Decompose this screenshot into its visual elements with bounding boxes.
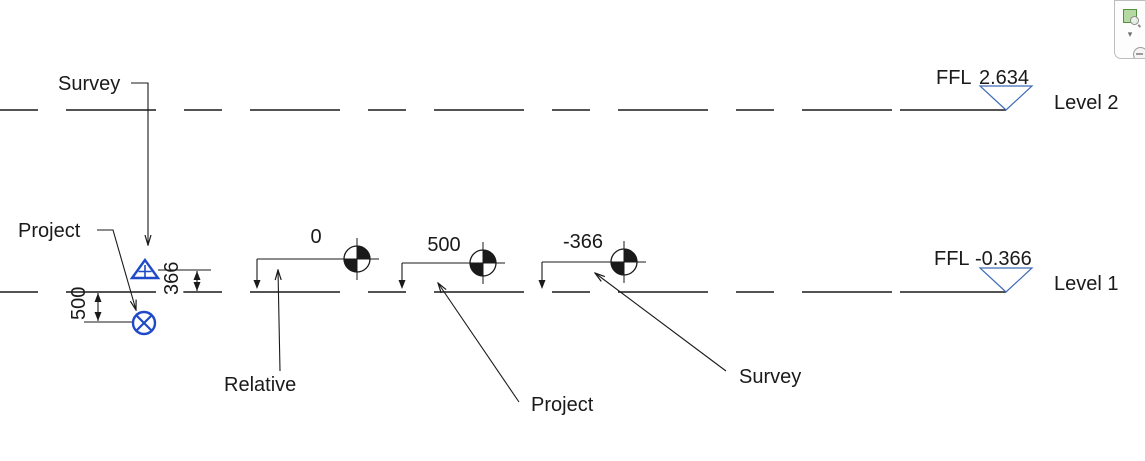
dim-500-arrow-up [94, 293, 102, 302]
spot-3-crosshair [602, 241, 646, 283]
spot-3-arrow [538, 280, 546, 289]
project-callout[interactable]: Project [438, 283, 594, 416]
survey-leader [595, 273, 727, 372]
relative-leader [278, 270, 280, 372]
survey-callout[interactable]: Survey [595, 273, 801, 388]
dim-500-value[interactable]: 500 [68, 287, 90, 320]
navigation-wheel-icon[interactable] [1133, 47, 1145, 58]
level-2-name[interactable]: Level 2 [1054, 92, 1119, 114]
project-point-leader [97, 229, 136, 310]
level-2-datum[interactable]: FFL 2.634 Level 2 [0, 67, 1119, 114]
level-1-name[interactable]: Level 1 [1054, 273, 1119, 295]
spot-elevation-relative[interactable]: 0 [253, 226, 380, 289]
magnifier-handle-icon [1137, 24, 1142, 28]
level-2-head-icon[interactable] [978, 85, 1034, 111]
spot-2-crosshair [461, 242, 505, 284]
dim-366-value[interactable]: 366 [161, 262, 183, 295]
survey-point-label[interactable]: Survey [58, 73, 120, 95]
level-1-ffl-prefix: FFL [934, 248, 970, 270]
project-point-callout[interactable]: Project [18, 220, 136, 310]
dimension-366[interactable]: 366 [161, 262, 212, 295]
dim-500-arrow-down [94, 312, 102, 321]
dimension-500[interactable]: 500 [68, 287, 102, 321]
spot-1-quadrant-tr [357, 246, 370, 259]
level-1-head-icon[interactable] [978, 267, 1034, 293]
survey-point-leader [131, 82, 148, 245]
spot-elevation-survey[interactable]: -366 [538, 231, 647, 289]
relative-callout[interactable]: Relative [224, 270, 296, 396]
spot-1-arrow [253, 280, 261, 289]
navigation-bar: ▾ [1114, 0, 1145, 59]
relative-label[interactable]: Relative [224, 374, 296, 396]
spot-3-quadrant-tr [624, 249, 637, 262]
survey-label[interactable]: Survey [739, 366, 801, 388]
spot-2-quadrant-tr [483, 250, 496, 263]
project-point-label[interactable]: Project [18, 220, 81, 242]
zoom-region-button[interactable] [1121, 7, 1142, 28]
spot-1-quadrant-bl [344, 259, 357, 272]
magnifier-icon [1130, 16, 1139, 25]
spot-elevation-project[interactable]: 500 [398, 234, 506, 289]
level-2-elevation[interactable]: 2.634 [979, 67, 1029, 89]
dim-366-arrow-up [193, 271, 201, 280]
survey-point-symbol[interactable] [129, 257, 211, 280]
project-leader [438, 283, 520, 403]
spot-2-arrow [398, 280, 406, 289]
spot-2-quadrant-bl [470, 263, 483, 276]
survey-point-plus-icon [138, 265, 152, 278]
project-base-point-x-icon [136, 315, 152, 331]
project-base-point-symbol[interactable] [84, 310, 157, 336]
spot-1-value[interactable]: 0 [310, 226, 321, 248]
level-1-datum[interactable]: FFL -0.366 Level 1 [0, 248, 1119, 295]
spot-1-crosshair [335, 238, 379, 280]
spot-2-value[interactable]: 500 [427, 234, 460, 256]
level-2-ffl-prefix: FFL [936, 67, 972, 89]
project-label[interactable]: Project [531, 394, 594, 416]
dim-366-arrow-down [193, 282, 201, 291]
level-1-elevation[interactable]: -0.366 [975, 248, 1032, 270]
spot-3-quadrant-bl [611, 262, 624, 275]
spot-3-value[interactable]: -366 [563, 231, 603, 253]
survey-point-callout[interactable]: Survey [58, 73, 148, 245]
chevron-down-icon[interactable]: ▾ [1127, 29, 1133, 39]
